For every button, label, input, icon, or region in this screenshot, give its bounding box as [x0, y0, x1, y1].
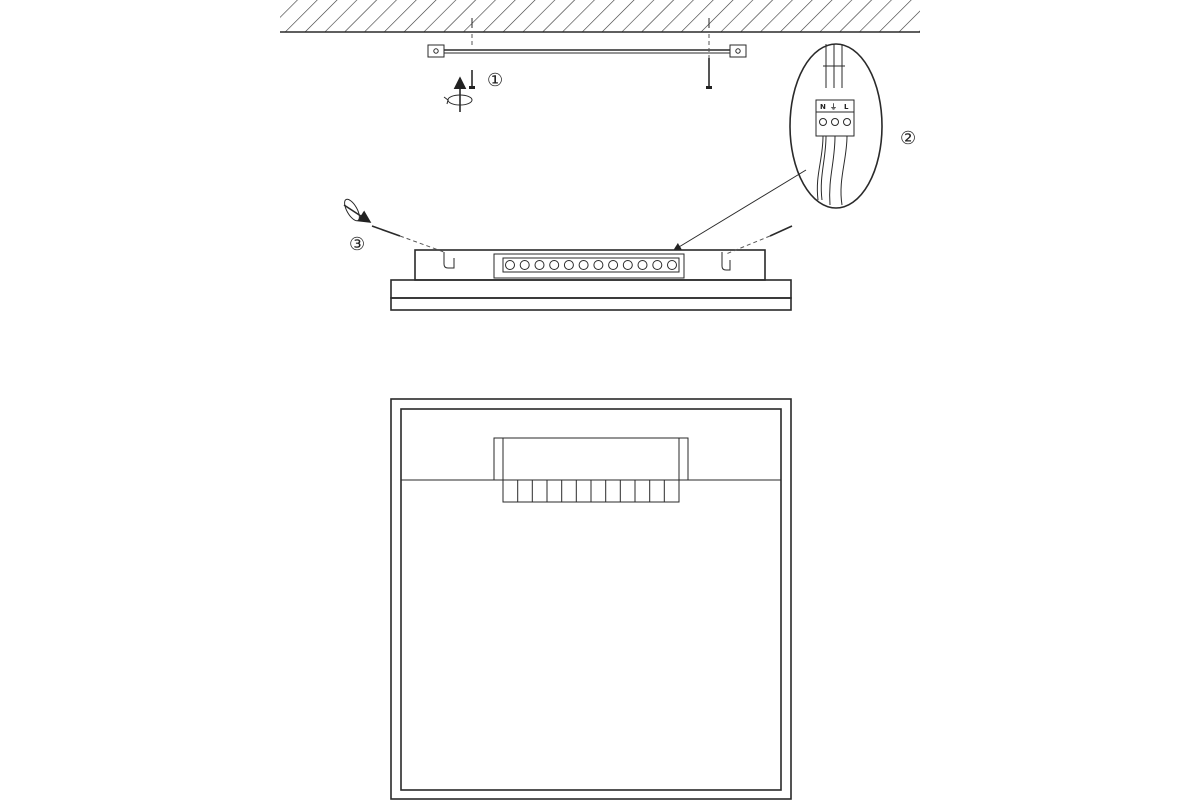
led-12 — [667, 260, 677, 270]
rotate-arrow-icon — [443, 76, 473, 112]
step-3-marker: ③ — [349, 234, 365, 255]
rotate-arrow-icon — [343, 198, 372, 223]
led-5 — [563, 260, 574, 270]
bracket-left-tab — [427, 44, 445, 58]
led-7 — [593, 260, 604, 270]
cell-row — [517, 480, 665, 502]
panel-inner-frame — [400, 408, 782, 791]
led-11 — [652, 260, 663, 270]
terminal-l-label: L — [844, 103, 849, 111]
fixture-top-view — [390, 398, 792, 800]
led-3 — [534, 260, 545, 270]
fixture-side-view — [390, 249, 792, 311]
led-1 — [505, 260, 515, 270]
led-4 — [549, 260, 560, 270]
step-3-label: ③ — [349, 234, 365, 255]
led-9 — [622, 260, 633, 270]
panel-outer-frame — [390, 398, 792, 800]
terminal-screw-n — [819, 118, 827, 126]
top-driver-inner — [502, 437, 680, 481]
clip-left — [443, 252, 455, 269]
clip-right — [721, 252, 731, 271]
led-10 — [637, 260, 648, 270]
terminal-detail-callout: N ⏚ L — [789, 43, 883, 209]
mounting-bracket — [427, 44, 747, 58]
terminal-body — [815, 111, 855, 137]
step-2-label: ② — [900, 128, 916, 149]
ceiling-screw-right — [706, 18, 712, 89]
led-8 — [608, 260, 619, 270]
ceiling-screw-left — [469, 18, 475, 89]
led-2 — [519, 260, 530, 270]
screw-icon — [769, 225, 793, 237]
side-screw-left — [371, 225, 445, 253]
terminal-screw-l — [843, 118, 851, 126]
bracket-right-tab — [729, 44, 747, 58]
led-6 — [578, 260, 589, 270]
led-strip — [502, 257, 680, 273]
fixture-diffuser — [390, 297, 792, 311]
driver-box — [493, 253, 685, 279]
step-2-marker: ② — [900, 128, 916, 149]
led-row — [505, 260, 677, 270]
bracket-right-hole — [735, 48, 741, 54]
detail-bubble — [789, 43, 883, 209]
step-1-marker: ① — [487, 70, 503, 91]
terminal-screw-ground — [831, 118, 839, 126]
side-screw-right — [725, 225, 793, 255]
terminal-ground-label: ⏚ — [830, 103, 837, 111]
terminal-n-label: N — [820, 103, 826, 111]
ceiling — [280, 0, 920, 33]
top-driver-outer — [493, 437, 689, 481]
step-1-label: ① — [487, 70, 503, 91]
bracket-left-hole — [433, 48, 439, 54]
screw-icon — [371, 225, 401, 237]
ceiling-hatch — [280, 0, 920, 32]
callout-leader-line — [673, 169, 807, 251]
fixture-base — [390, 279, 792, 299]
